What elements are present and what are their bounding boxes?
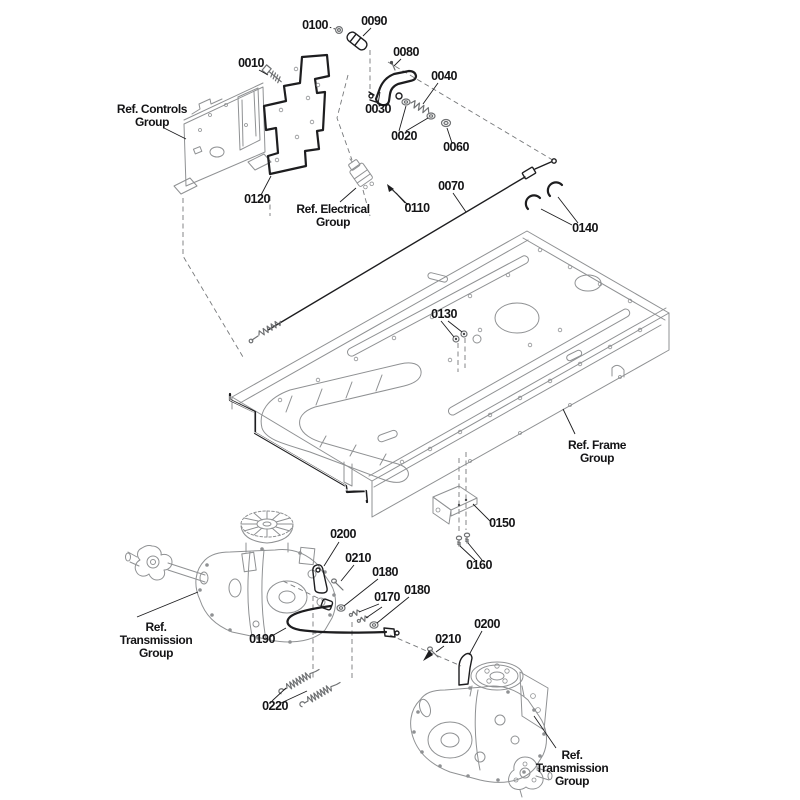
screws-0130-art: [452, 330, 468, 343]
callout-0180-a: 0180: [372, 565, 398, 579]
cover-plate-0150-art: [432, 485, 478, 547]
callout-0020: 0020: [391, 129, 417, 143]
callout-0160: 0160: [466, 558, 492, 572]
callout-0200-left: 0200: [330, 527, 356, 541]
group-labels: Ref. Controls Group Ref. Electrical Grou…: [117, 102, 627, 788]
callout-0080: 0080: [393, 45, 419, 59]
svg-text:Group: Group: [316, 215, 350, 229]
nut-0100: [335, 26, 344, 35]
callout-0040: 0040: [431, 69, 457, 83]
callout-0190: 0190: [249, 632, 275, 646]
ref-transmission-group-label-right: Ref. Transmission Group: [536, 748, 609, 788]
callout-0140: 0140: [572, 221, 598, 235]
ref-frame-group-label: Ref. Frame Group: [568, 438, 627, 465]
pivot-lever-assembly-art: [335, 26, 452, 128]
ref-controls-group-label: Ref. Controls Group: [117, 102, 188, 129]
callout-labels: 0100 0090 0080 0010 0030 0040 0020 0060 …: [238, 14, 599, 713]
housing-bolts-right: [412, 686, 546, 782]
callout-0220: 0220: [262, 699, 288, 713]
callout-0180-b: 0180: [404, 583, 430, 597]
callout-0130: 0130: [431, 307, 457, 321]
frame-deck-art: [228, 230, 670, 518]
svg-text:Group: Group: [555, 774, 589, 788]
spring-0040: [410, 100, 430, 114]
callout-0200-right: 0200: [474, 617, 500, 631]
svg-text:Group: Group: [580, 451, 614, 465]
left-transmission-art: [125, 510, 336, 644]
svg-text:Ref. Electrical: Ref. Electrical: [296, 202, 369, 216]
bracket-0200-left: [312, 564, 328, 594]
cable-clips-0140-art: [524, 181, 564, 211]
callout-0030: 0030: [365, 102, 391, 116]
rod-0190: [286, 604, 388, 634]
screw-0210-left: [331, 578, 344, 591]
mount-plate-0120-art: [261, 53, 331, 176]
reference-dashed-lines: [182, 50, 557, 678]
callout-0210-right: 0210: [435, 632, 461, 646]
callout-0100: 0100: [302, 18, 328, 32]
svg-text:Ref. Controls: Ref. Controls: [117, 102, 188, 116]
controls-bracket-art: [173, 82, 272, 195]
fan-fins: [240, 510, 294, 538]
electrical-switch-art: [348, 158, 398, 195]
callout-0090: 0090: [361, 14, 387, 28]
cable-0070-art: [248, 158, 557, 344]
callout-0210-left: 0210: [345, 551, 371, 565]
svg-text:Group: Group: [135, 115, 169, 129]
housing-bolts: [198, 547, 336, 644]
svg-text:Transmission: Transmission: [120, 633, 193, 647]
screw-0210-right: [423, 646, 439, 661]
bracket-0200-right: [458, 652, 473, 686]
leader-lines: [136, 25, 579, 749]
callout-0060: 0060: [443, 140, 469, 154]
svg-text:Group: Group: [139, 646, 173, 660]
screws-0160: [455, 532, 471, 547]
callout-0170: 0170: [374, 590, 400, 604]
svg-text:Transmission: Transmission: [536, 761, 609, 775]
ref-transmission-group-label-left: Ref. Transmission Group: [120, 620, 193, 660]
brake-rod-linkage-art: [286, 564, 400, 638]
right-transmission-art: [410, 646, 553, 798]
grip-0090: [346, 31, 368, 51]
ref-electrical-group-label: Ref. Electrical Group: [296, 202, 370, 229]
callout-0070: 0070: [438, 179, 464, 193]
callout-0120: 0120: [244, 192, 270, 206]
callout-0150: 0150: [489, 516, 515, 530]
svg-text:Ref. Frame: Ref. Frame: [568, 438, 627, 452]
svg-text:Ref.: Ref.: [145, 620, 166, 634]
deck-holes: [277, 247, 643, 465]
svg-text:Ref.: Ref.: [561, 748, 582, 762]
callout-0110: 0110: [404, 201, 430, 215]
callout-0010: 0010: [238, 56, 264, 70]
screw-0010: [261, 64, 282, 84]
